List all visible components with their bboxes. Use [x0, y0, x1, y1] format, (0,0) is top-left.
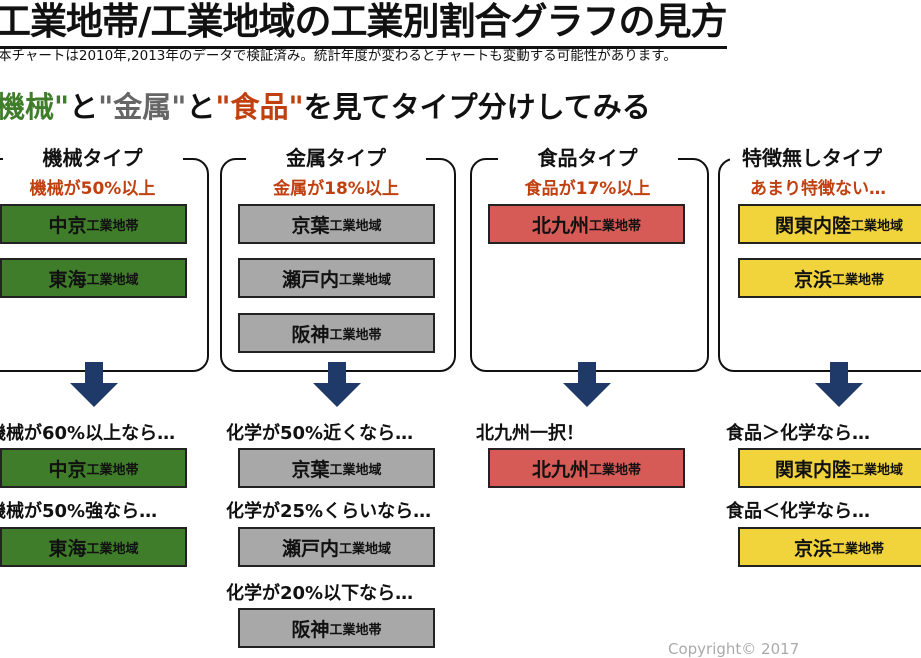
region-suffix: 工業地域: [86, 272, 139, 288]
region-name: 瀬戸内: [281, 268, 339, 291]
region-name: 関東内陸: [774, 214, 851, 237]
heading-and: と: [186, 90, 216, 124]
region-name: 北九州: [531, 458, 589, 481]
region-name: 阪神: [291, 323, 330, 346]
column-title: 金属タイプ: [246, 142, 426, 171]
region-box: 京葉工業地域: [238, 448, 435, 488]
result-condition: 食品＜化学なら…: [726, 501, 870, 522]
region-suffix: 工業地帯: [86, 218, 139, 234]
region-name: 瀬戸内: [281, 537, 339, 560]
column-title: 食品タイプ: [497, 142, 678, 171]
region-name: 東海: [48, 268, 87, 291]
region-box: 京葉工業地域: [238, 204, 435, 244]
region-box: 瀬戸内工業地域: [238, 258, 435, 298]
down-arrow-icon: [562, 383, 611, 407]
down-arrow-icon: [327, 362, 346, 384]
heading-and: と: [69, 90, 99, 124]
result-condition: 食品＞化学なら…: [726, 423, 870, 444]
region-box: 京浜工業地帯: [738, 258, 921, 298]
page-title: 工業地帯/工業地域の工業別割合グラフの見方: [0, 0, 728, 49]
region-suffix: 工業地域: [851, 462, 904, 478]
column-title: 機械タイプ: [2, 142, 183, 171]
result-condition: 化学が20%以下なら…: [226, 583, 414, 604]
verification-note: 本チャートは2010年,2013年のデータで検証済み。統計年度が変わるとチャート…: [0, 48, 677, 64]
region-suffix: 工業地域: [329, 462, 382, 478]
region-name: 北九州: [531, 214, 589, 237]
region-name: 京浜: [793, 537, 832, 560]
region-box: 阪神工業地帯: [238, 313, 435, 353]
heading-food: "食品": [215, 90, 304, 124]
down-arrow-icon: [84, 362, 103, 384]
region-name: 京浜: [793, 268, 832, 291]
region-suffix: 工業地帯: [86, 462, 139, 478]
down-arrow-icon: [312, 383, 361, 407]
region-box: 関東内陸工業地域: [738, 448, 921, 488]
region-box: 中京工業地帯: [0, 204, 187, 244]
region-box: 瀬戸内工業地域: [238, 527, 435, 567]
region-name: 京葉: [291, 458, 330, 481]
column-title: 特徴無しタイプ: [730, 142, 921, 171]
result-condition: 化学が25%くらいなら…: [226, 501, 432, 522]
region-box: 北九州工業地帯: [488, 448, 685, 488]
region-suffix: 工業地域: [339, 541, 392, 557]
copyright: Copyright© 2017: [668, 640, 800, 658]
down-arrow-icon: [815, 383, 863, 407]
region-suffix: 工業地域: [86, 541, 139, 557]
column-subtitle: あまり特徴ない…: [750, 179, 886, 199]
region-box: 阪神工業地帯: [238, 608, 435, 648]
result-condition: 化学が50%近くなら…: [226, 423, 414, 444]
region-box: 東海工業地域: [0, 527, 187, 567]
region-suffix: 工業地帯: [329, 327, 382, 343]
region-suffix: 工業地帯: [832, 541, 885, 557]
region-box: 関東内陸工業地域: [738, 204, 921, 244]
result-condition: 北九州一択！: [476, 423, 584, 444]
region-name: 東海: [48, 537, 87, 560]
down-arrow-icon: [577, 362, 596, 384]
region-suffix: 工業地帯: [589, 218, 642, 234]
down-arrow-icon: [830, 362, 848, 384]
column-subtitle: 食品が17%以上: [524, 179, 651, 199]
region-name: 中京: [48, 458, 87, 481]
region-name: 京葉: [291, 214, 330, 237]
region-suffix: 工業地帯: [832, 272, 885, 288]
region-suffix: 工業地帯: [329, 622, 382, 638]
heading-metal: "金属": [98, 90, 187, 124]
region-suffix: 工業地域: [851, 218, 904, 234]
column-subtitle: 機械が50%以上: [29, 179, 156, 199]
region-name: 中京: [48, 214, 87, 237]
region-box: 京浜工業地帯: [738, 527, 921, 567]
region-suffix: 工業地帯: [589, 462, 642, 478]
region-box: 北九州工業地帯: [488, 204, 685, 244]
region-suffix: 工業地域: [329, 218, 382, 234]
result-condition: 機械が60%以上なら…: [0, 423, 176, 444]
region-box: 中京工業地帯: [0, 448, 187, 488]
heading-rest: を見てタイプ分けしてみる: [303, 90, 651, 124]
result-condition: 機械が50%強なら…: [0, 501, 158, 522]
region-name: 阪神: [291, 618, 330, 641]
region-name: 関東内陸: [774, 458, 851, 481]
column-subtitle: 金属が18%以上: [273, 179, 399, 199]
region-suffix: 工業地域: [339, 272, 392, 288]
region-box: 東海工業地域: [0, 258, 187, 298]
down-arrow-icon: [69, 383, 118, 407]
section-heading: 機械"と"金属"と"食品"を見てタイプ分けしてみる: [0, 84, 651, 126]
heading-machine: 機械": [0, 90, 70, 124]
